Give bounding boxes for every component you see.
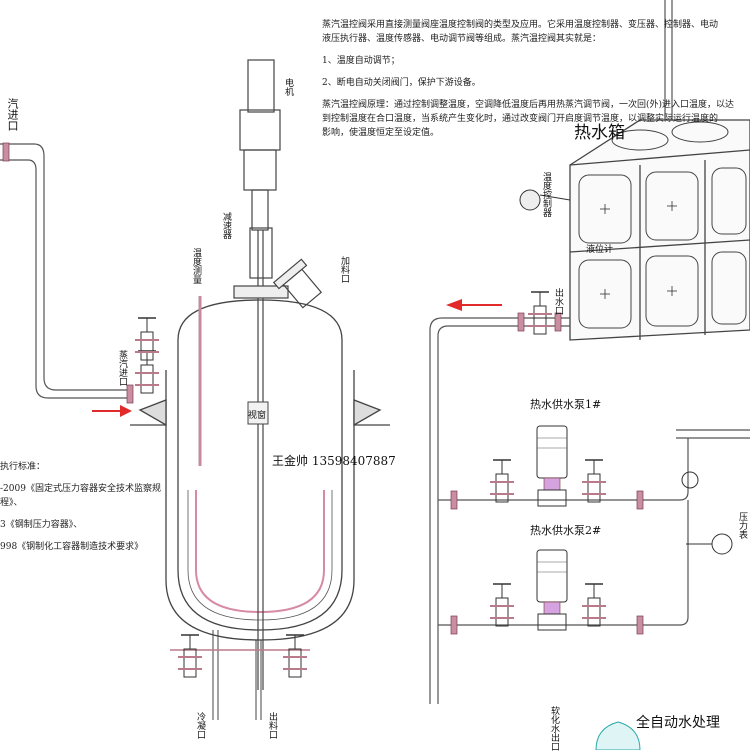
steam-inlet-top-label: 汽进口: [6, 98, 19, 131]
standards-line: 3《钢制压力容器》、: [0, 520, 83, 530]
pump2-label: 热水供水泵2#: [530, 524, 602, 537]
return-arrow: [446, 299, 502, 311]
discharge-port-label: 出料口: [267, 712, 277, 739]
steam-supply-pipe: [0, 143, 128, 399]
reducer-label: 减速器: [221, 212, 231, 239]
water-treatment-icon: [595, 721, 641, 750]
hot-tank-label: 热水箱: [574, 123, 625, 143]
hot-water-line: [429, 317, 750, 704]
pump1-label: 热水供水泵1#: [530, 398, 602, 411]
pressure-gauge-label: 压力表: [737, 512, 747, 539]
note-line: 1、温度自动调节；: [322, 56, 400, 66]
standards-line: 998《钢制化工容器制造技术要求》: [0, 542, 144, 552]
drain-port-label: 冷凝口: [195, 712, 205, 739]
agitator-shaft: [233, 59, 289, 690]
steam-inlet-left-label: 蒸汽进口: [117, 350, 127, 386]
note-line: 蒸汽温控阀采用直接测量阀座温度控制阀的类型及应用。它采用温度控制器、变压器、控制…: [322, 20, 719, 30]
hot-water-tank: [569, 119, 750, 341]
manhole: [247, 401, 269, 425]
tank-panels: [578, 121, 747, 329]
water-inlet-label: 出水口: [553, 288, 563, 315]
motor-label: 电机: [283, 78, 293, 96]
auto-water-label: 全自动水处理: [636, 715, 720, 731]
standards-line: -2009《固定式压力容器安全技术监察规程》、: [0, 484, 161, 508]
pump-1: [536, 425, 568, 507]
heating-coil: [195, 490, 325, 614]
note-line: 液压执行器、温度传感器、电动调节阀等组成。蒸汽温控阀其实就是：: [322, 34, 602, 44]
steam-flow-arrow: [92, 405, 132, 417]
temp-controller-label: 温度控制器: [541, 172, 551, 217]
tank-temp-controller: [519, 189, 571, 211]
pump-2: [536, 549, 568, 631]
description-notes: 蒸汽温控阀采用直接测量阀座温度控制阀的类型及应用。它采用温度控制器、变压器、控制…: [322, 18, 742, 140]
discharge-valve: [282, 634, 308, 678]
pump2-inlet-valve: [489, 583, 515, 627]
pump2-outlet-valve: [581, 583, 607, 627]
standards-title: 执行标准：: [0, 462, 46, 472]
reactor-vessel: [130, 299, 390, 641]
standards-block: 执行标准： -2009《固定式压力容器安全技术监察规程》、 3《钢制压力容器》、…: [0, 460, 170, 554]
pump1-inlet-valve: [489, 459, 515, 503]
level-gauge-label: 液位计: [586, 245, 614, 255]
note-line: 2、断电自动关闭阀门，保护下游设备。: [322, 78, 481, 88]
pressure-gauge-symbol: [681, 471, 733, 555]
phone-label: 王金帅 13598407887: [272, 454, 396, 468]
soft-water-outlet-label: 软化水出口: [549, 706, 559, 751]
tank-outlet-valve: [527, 291, 553, 335]
feed-port-label: 加料口: [339, 256, 349, 283]
bottom-outlets: [170, 630, 310, 720]
manhole-label: 视窗: [248, 411, 267, 421]
feed-port: [272, 258, 323, 309]
note-line: 到控制温度在合口温度，当系统产生变化时，通过改变阀门开启度调节温度，以调整实际运…: [322, 114, 719, 124]
note-line: 蒸汽温控阀原理：通过控制调整温度，空调降低温度后再用热蒸汽调节阀，一次回(外)进…: [322, 100, 735, 110]
steam-inlet-valve: [134, 350, 160, 394]
pump1-outlet-valve: [581, 459, 607, 503]
temp-gauge-label: 温度测量: [191, 248, 201, 284]
note-line: 影响，使温度恒定至设定值。: [322, 128, 440, 138]
drain-valve: [177, 634, 203, 678]
